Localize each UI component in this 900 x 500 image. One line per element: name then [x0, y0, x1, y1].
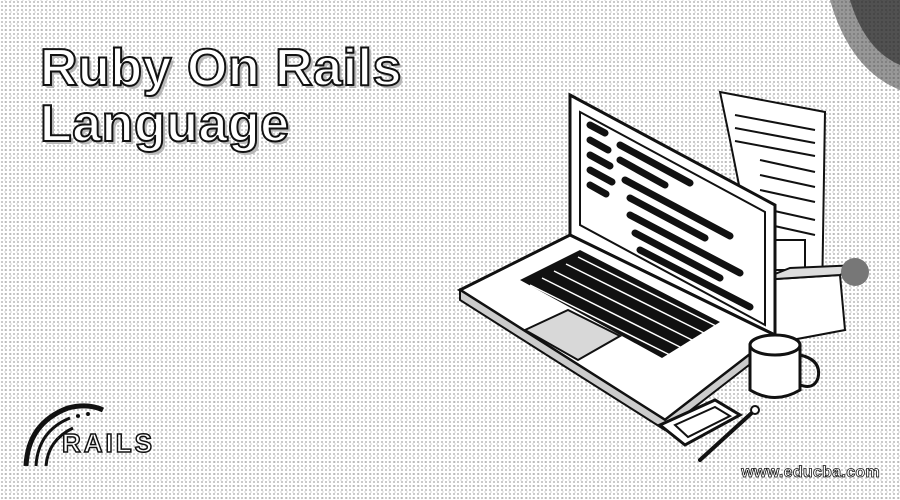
website-url: www.educba.com [741, 464, 880, 482]
corner-decoration [830, 0, 900, 90]
laptop-illustration [456, 90, 869, 462]
pen-icon [698, 405, 760, 462]
rails-logo-icon [23, 403, 105, 467]
mug-icon [748, 333, 821, 399]
title-line-2: Language [39, 95, 290, 153]
phone-icon [657, 398, 744, 447]
laptop-icon [456, 92, 778, 432]
book-stack [758, 258, 869, 347]
title-line-1: Ruby On Rails [39, 39, 402, 97]
page-title: Ruby On Rails Language [39, 39, 402, 153]
logo-text: RAILS [61, 427, 155, 459]
rails-logo: RAILS [18, 398, 178, 478]
